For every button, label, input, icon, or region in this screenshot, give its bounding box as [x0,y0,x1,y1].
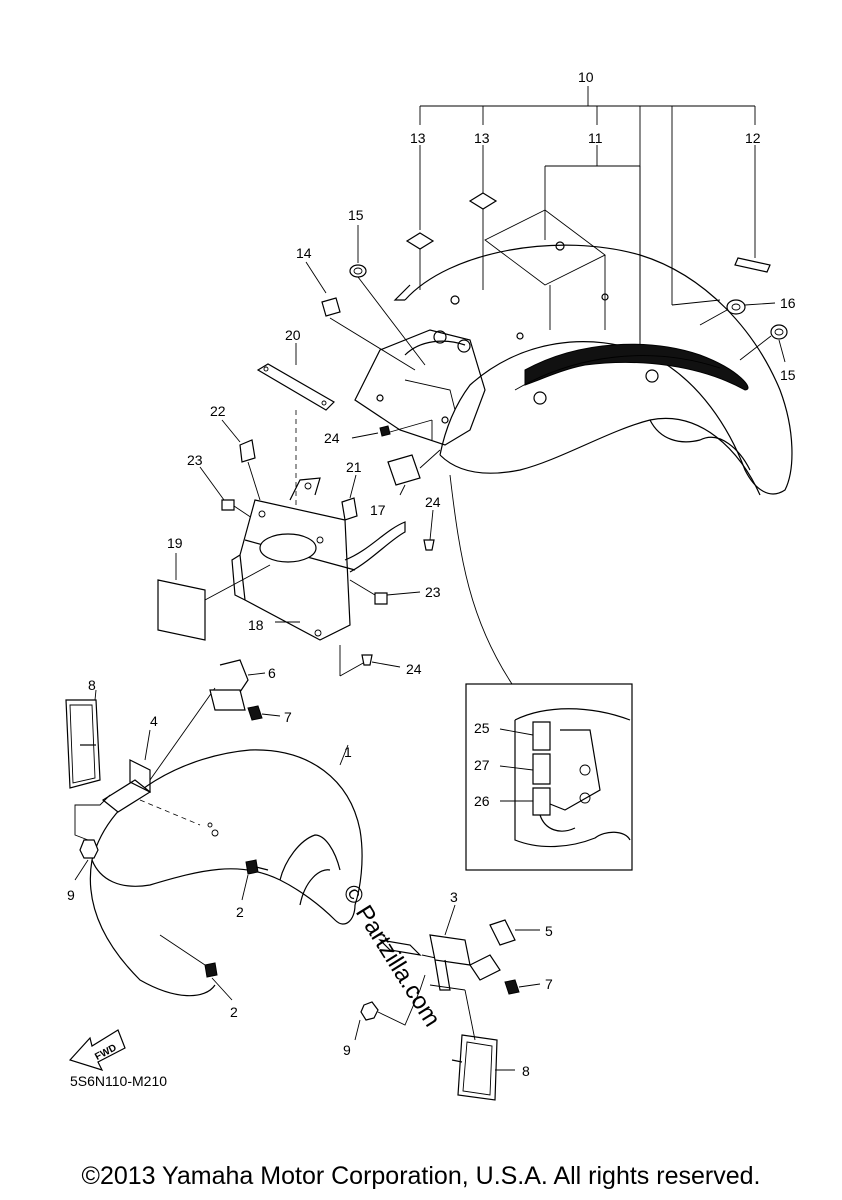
license-bracket-18 [231,477,406,641]
callout-9-right: 9 [343,1042,351,1058]
callout-6: 6 [268,665,276,681]
callout-20: 20 [285,327,301,343]
callout-9-left: 9 [67,887,75,903]
callout-7-right: 7 [545,976,553,992]
label-strip-12 [734,145,771,273]
bracket-3-right [429,904,471,991]
strip-20 [256,343,335,530]
callout-12: 12 [745,130,761,146]
callout-19: 19 [167,535,183,551]
clip-6-left [209,659,266,711]
callout-13-left: 13 [410,130,426,146]
callout-8-left: 8 [88,677,96,693]
bracket-4-left [101,687,216,813]
callout-numbers: 10 13 13 11 12 15 14 16 15 20 22 24 23 2… [67,69,796,1079]
callout-2-lower: 2 [230,1004,238,1020]
reflector-8-left [65,689,101,789]
callout-21: 21 [346,459,362,475]
reflector-8-right [451,1034,515,1101]
callout-17: 17 [370,502,386,518]
inset-detail-box [465,683,633,871]
callout-25: 25 [474,720,490,736]
callout-26: 26 [474,793,490,809]
screw-24-top [351,419,433,440]
callout-8-right: 8 [522,1063,530,1079]
pad-22 [221,419,261,501]
grommet-15-right [739,324,788,363]
nut-9-right [354,974,476,1041]
callout-11-tree [484,145,641,345]
label-decal-13 [405,145,498,290]
clip-14 [305,261,416,371]
callout-24-right: 24 [425,494,441,510]
pad-23-right [349,579,421,605]
callout-7-left: 7 [284,709,292,725]
plate-19 [157,553,271,641]
callout-5: 5 [545,923,553,939]
bolt-2-lower [159,934,233,1001]
callout-24-top: 24 [324,430,340,446]
rear-fender [393,241,793,496]
copyright-notice: ©2013 Yamaha Motor Corporation, U.S.A. A… [81,1162,761,1190]
grommet-15-top [349,225,426,366]
callout-11: 11 [588,130,603,146]
inset-leader [449,474,513,685]
pad-21 [341,474,358,521]
damper-17 [387,449,441,496]
callout-22: 22 [210,403,226,419]
callout-18: 18 [248,617,264,633]
screw-24-bottom [339,645,401,677]
bolt-2-upper [241,859,269,901]
callout-16: 16 [780,295,796,311]
bolt-7-left [247,705,281,721]
callout-4: 4 [150,713,158,729]
callout-23-right: 23 [425,584,441,600]
grommet-16 [699,299,776,326]
clip-5-right [469,919,540,981]
diagram-code: 5S6N110-M210 [70,1073,168,1089]
callout-1: 1 [344,744,352,760]
callout-13-right: 13 [474,130,490,146]
callout-27: 27 [474,757,490,773]
callout-2-upper: 2 [236,904,244,920]
callout-3: 3 [450,889,458,905]
callout-24-bottom: 24 [406,661,422,677]
rear-fender-bracket [354,329,486,446]
pad-23-left [199,466,256,521]
callout-23-left: 23 [187,452,203,468]
fwd-arrow-icon: FWD [68,1029,126,1071]
nut-9-left [74,794,111,881]
callout-15-right: 15 [780,367,796,383]
callout-14: 14 [296,245,312,261]
screw-24-right [423,509,435,551]
bolt-7-right [504,979,541,995]
callout-15-top: 15 [348,207,364,223]
callout-10: 10 [578,69,594,85]
callout-10-tree [419,86,756,340]
